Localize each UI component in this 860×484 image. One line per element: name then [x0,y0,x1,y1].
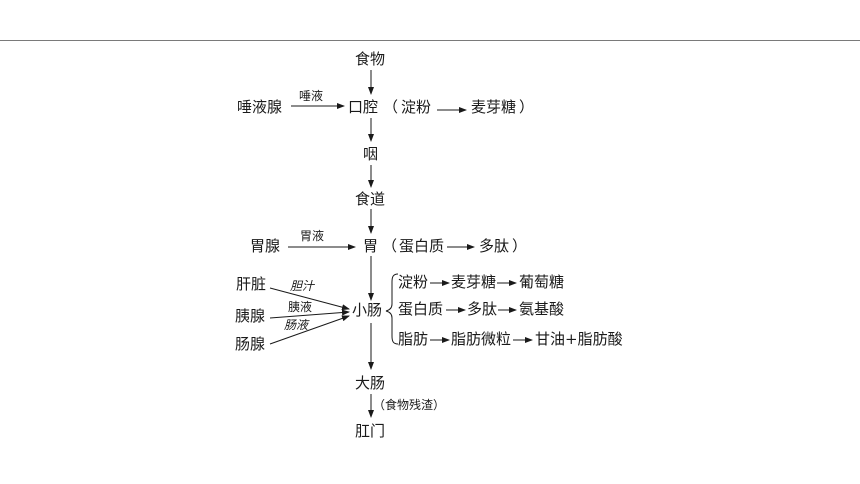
gland-intestinal: 肠腺 [235,335,266,353]
node-mouth: 口腔 [348,98,379,116]
si-polypeptide: 多肽 [467,300,498,318]
secretion-bile: 胆汁 [290,279,315,293]
si-glucose: 葡萄糖 [519,273,565,291]
si-protein: 蛋白质 [398,300,444,318]
node-stomach: 胃 [363,237,379,255]
secretion-saliva: 唾液 [299,89,324,103]
top-divider-line [0,40,860,41]
secretion-pancreatic-juice: 胰液 [288,300,313,314]
node-small-intestine: 小肠 [352,301,383,319]
si-glycerol-fatty-acid: 甘油+脂肪酸 [535,330,623,348]
node-anus: 肛门 [355,422,386,440]
gland-gastric: 胃腺 [250,237,281,255]
si-starch: 淀粉 [398,273,429,291]
stomach-protein: 蛋白质 [399,237,445,255]
secretion-intestinal-juice: 肠液 [284,318,309,332]
residue-note: （食物残渣） [373,398,446,412]
arrow-pancreatic-juice [269,309,350,319]
stomach-polypeptide: 多肽 [479,237,510,255]
stomach-note-close: ） [512,237,528,255]
si-amino-acid: 氨基酸 [519,300,565,318]
gland-salivary: 唾液腺 [237,98,283,116]
mouth-maltose: 麦芽糖 [471,98,517,116]
node-pharynx: 咽 [363,145,379,163]
si-fat: 脂肪 [398,330,429,348]
node-food: 食物 [355,50,386,68]
secretion-gastric-juice: 胃液 [300,229,325,243]
mouth-starch: 淀粉 [401,98,432,116]
stomach-note-open: （ [382,237,398,255]
node-esophagus: 食道 [355,190,386,208]
mouth-note-close: ） [519,98,535,116]
small-intestine-brace [385,273,399,345]
si-maltose: 麦芽糖 [451,273,497,291]
si-fat-particles: 脂肪微粒 [451,330,512,348]
gland-pancreas: 胰腺 [235,307,266,325]
node-large-intestine: 大肠 [355,374,386,392]
gland-liver: 肝脏 [236,275,267,293]
mouth-note-open: （ [383,98,399,116]
arrow-intestinal-juice [269,315,350,345]
arrow-bile [269,287,350,311]
